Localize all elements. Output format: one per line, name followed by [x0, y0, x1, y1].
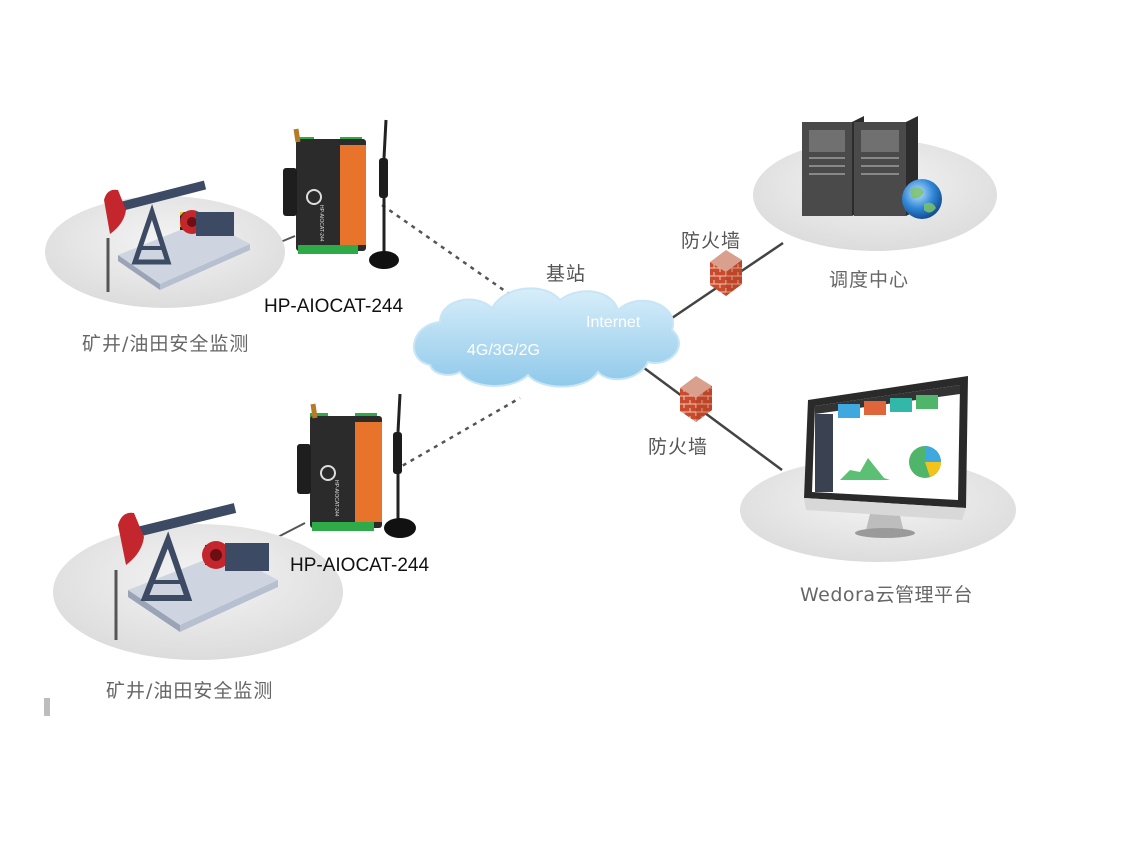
dotted-link-2 — [394, 396, 521, 472]
oil-pump-icon — [114, 503, 278, 640]
device-label-2: HP-AIOCAT-244 — [290, 555, 430, 576]
monitor-icon — [804, 376, 968, 538]
dotted-link-1 — [381, 203, 516, 300]
device-label-1: HP-AIOCAT-244 — [264, 296, 404, 317]
firewall-label-1: 防火墙 — [681, 230, 742, 252]
link-to-platform — [635, 360, 783, 472]
globe-icon — [902, 179, 942, 219]
device-face-text: HP-AIOCAT-244 — [318, 205, 324, 242]
firewall-icon — [680, 376, 712, 422]
antenna-icon — [369, 119, 399, 269]
site-label-2: 矿井/油田安全监测 — [106, 680, 274, 702]
site-label-1: 矿井/油田安全监测 — [82, 333, 250, 355]
server-icon — [802, 116, 918, 216]
firewall-label-2: 防火墙 — [648, 436, 709, 458]
site-2: HP-AIOCAT-244 — [53, 393, 416, 660]
station-label: 基站 — [546, 263, 587, 285]
cloud-icon — [413, 287, 680, 388]
internet-label: Internet — [586, 314, 641, 331]
platform-label: Wedora云管理平台 — [800, 584, 974, 606]
router-device: HP-AIOCAT-244 — [297, 403, 382, 531]
control-center — [753, 116, 997, 251]
device-face-text: HP-AIOCAT-244 — [333, 480, 339, 517]
network-label: 4G/3G/2G — [467, 342, 540, 359]
oil-pump-icon — [104, 180, 250, 292]
router-device: HP-AIOCAT-244 — [283, 128, 366, 254]
edge-mark — [44, 698, 50, 716]
antenna-icon — [384, 393, 416, 538]
site-1: HP-AIOCAT-244 — [45, 119, 399, 308]
platform — [740, 376, 1016, 562]
firewall-icon — [710, 250, 742, 296]
control-center-label: 调度中心 — [829, 269, 910, 291]
